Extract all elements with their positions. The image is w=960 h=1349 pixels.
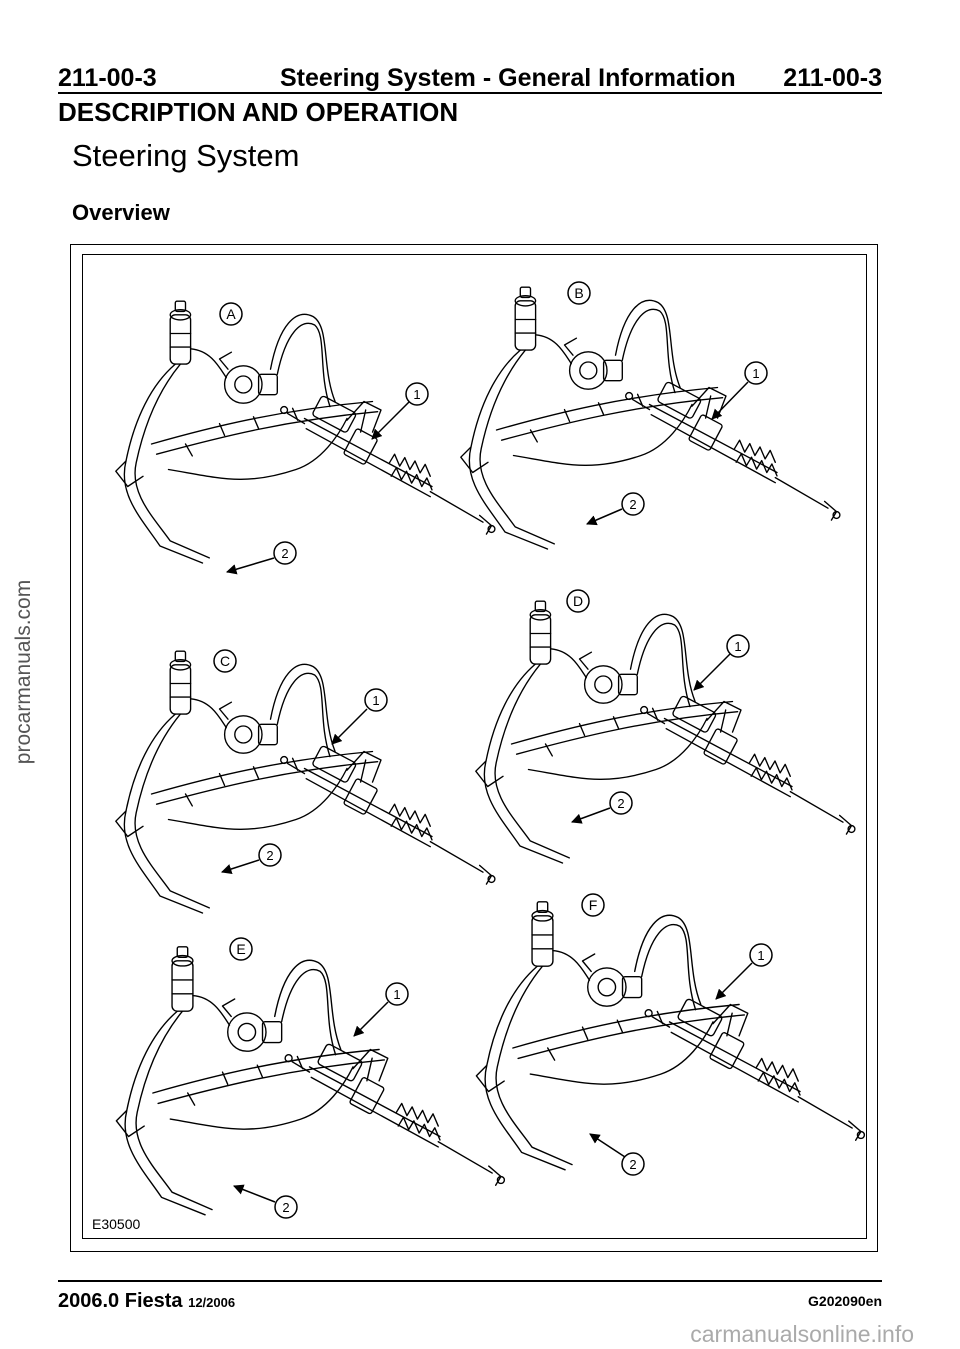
header-code-left: 211-00-3: [58, 64, 157, 92]
steering-illustration: A 1 2 B 1 2 C 1 2 D: [115, 281, 866, 1219]
panel-c-callout-2: 2: [266, 848, 273, 863]
panel-e-callout-1: 1: [393, 987, 400, 1002]
panel-c-callout-1: 1: [372, 693, 379, 708]
figure-frame-outer: [70, 244, 878, 1252]
panel-d-callout-2: 2: [617, 796, 624, 811]
callouts-panel-b: B 1 2: [567, 281, 768, 526]
callouts-panel-c: C 1 2: [213, 649, 388, 875]
header-code-right: 211-00-3: [783, 64, 882, 92]
section-heading: DESCRIPTION AND OPERATION: [58, 97, 459, 127]
figure-id: E30500: [92, 1216, 141, 1232]
page-title: Steering System: [72, 138, 300, 173]
panel-f-letter: F: [589, 897, 598, 913]
panel-f-callout-2: 2: [629, 1157, 636, 1172]
callouts-panel-a: A 1 2: [219, 302, 429, 575]
panel-a-callout-1: 1: [413, 387, 420, 402]
callouts-panel-f: F 1 2: [581, 893, 773, 1176]
figure-frame-inner: [82, 254, 867, 1239]
footer-model-name: 2006.0 Fiesta: [58, 1290, 183, 1312]
panel-e-callout-2: 2: [282, 1200, 289, 1215]
footer-rule: [58, 1280, 882, 1282]
callouts-panel-e: E 1 2: [229, 937, 409, 1219]
watermark-bottom: carmanualsonline.info: [690, 1321, 914, 1347]
panel-b-letter: B: [574, 285, 583, 301]
header-title: Steering System - General Information: [280, 64, 736, 92]
footer-date: 12/2006: [188, 1295, 236, 1310]
footer-code: G202090en: [808, 1293, 882, 1309]
panel-d-callout-1: 1: [734, 639, 741, 654]
panel-e-letter: E: [236, 941, 245, 957]
panel-a-callout-2: 2: [281, 546, 288, 561]
panel-f-callout-1: 1: [757, 948, 764, 963]
subtitle: Overview: [72, 200, 170, 225]
watermark-side: procarmanuals.com: [12, 579, 35, 765]
panel-a-letter: A: [226, 306, 236, 322]
panel-b-callout-1: 1: [752, 366, 759, 381]
panel-b-callout-2: 2: [629, 497, 636, 512]
panel-c-letter: C: [220, 653, 230, 669]
footer-model: 2006.0 Fiesta 12/2006: [58, 1290, 235, 1313]
callouts-panel-d: D 1 2: [566, 589, 750, 824]
panel-d-letter: D: [573, 593, 583, 609]
header-rule: [58, 92, 882, 94]
